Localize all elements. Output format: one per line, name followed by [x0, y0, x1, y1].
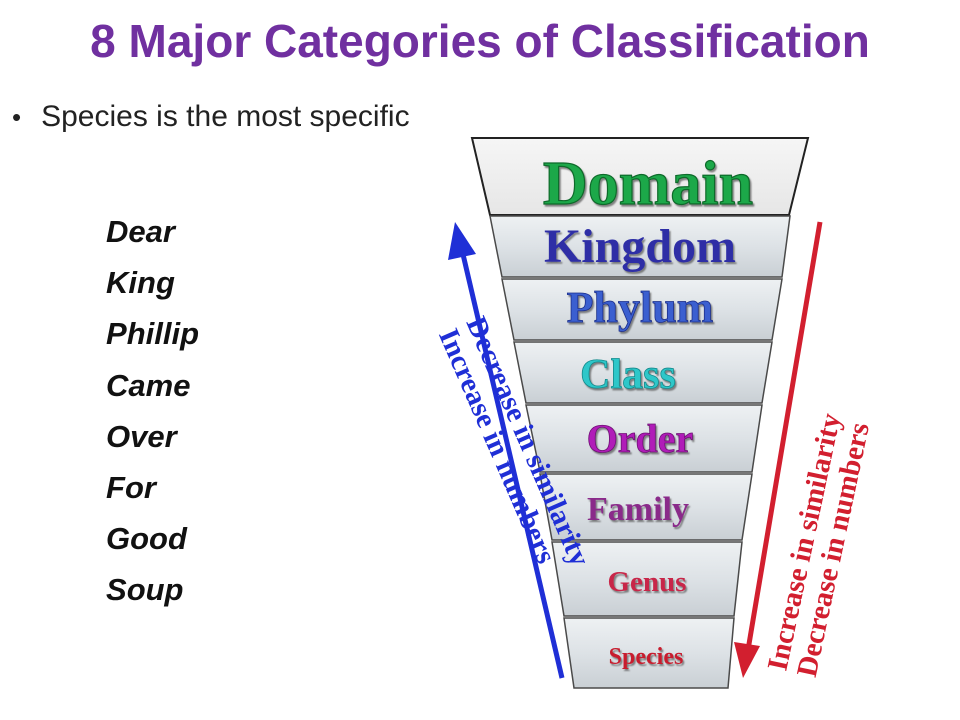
bullet-text: Species is the most specific [41, 100, 410, 133]
left-arrow-up [448, 222, 565, 679]
mnemonic-word-dear: Dear [106, 214, 175, 249]
right-arrow-down [734, 221, 823, 678]
mnemonic-word-good: Good [106, 521, 187, 557]
slide-title: 8 Major Categories of Classification [90, 15, 870, 67]
funnel-row-kingdom [489, 215, 791, 278]
rank-label-species: Species [609, 644, 684, 670]
bullet-point: • Species is the most specific [12, 100, 410, 134]
mnemonic-word-came: Came [106, 367, 191, 403]
mnemonic-word-over: Over [106, 418, 177, 454]
mnemonic-word-soup: Soup [106, 572, 184, 608]
funnel-row-family [539, 473, 753, 541]
funnel-rows [489, 215, 791, 689]
rank-label-phylum: Phylum [567, 283, 714, 332]
funnel-domain-box [470, 137, 810, 216]
rank-label-genus: Genus [608, 566, 687, 598]
funnel-row-phylum [501, 278, 783, 341]
funnel-row-species [563, 617, 735, 689]
arrow-up-icon [448, 222, 476, 260]
mnemonic-word-phillip: Phillip [106, 316, 200, 352]
mnemonic-word-for: For [106, 469, 156, 505]
arrow-down-icon [734, 642, 760, 678]
mnemonic-list: Dear King Phillip Came Over For Good Sou… [106, 213, 199, 623]
funnel-row-order [525, 404, 763, 473]
bullet-icon: • [12, 101, 22, 132]
rank-label-order: Order [587, 416, 694, 461]
funnel-row-class [513, 341, 773, 404]
rank-label-class: Class [580, 352, 676, 398]
funnel-row-genus [551, 541, 743, 617]
right-arrow-labels: Increase in similarity Decrease in numbe… [762, 410, 876, 680]
mnemonic-word-king: King [106, 265, 175, 301]
rank-label-domain: Domain [543, 150, 753, 218]
rank-label-kingdom: Kingdom [544, 220, 736, 273]
rank-label-family: Family [587, 491, 689, 528]
